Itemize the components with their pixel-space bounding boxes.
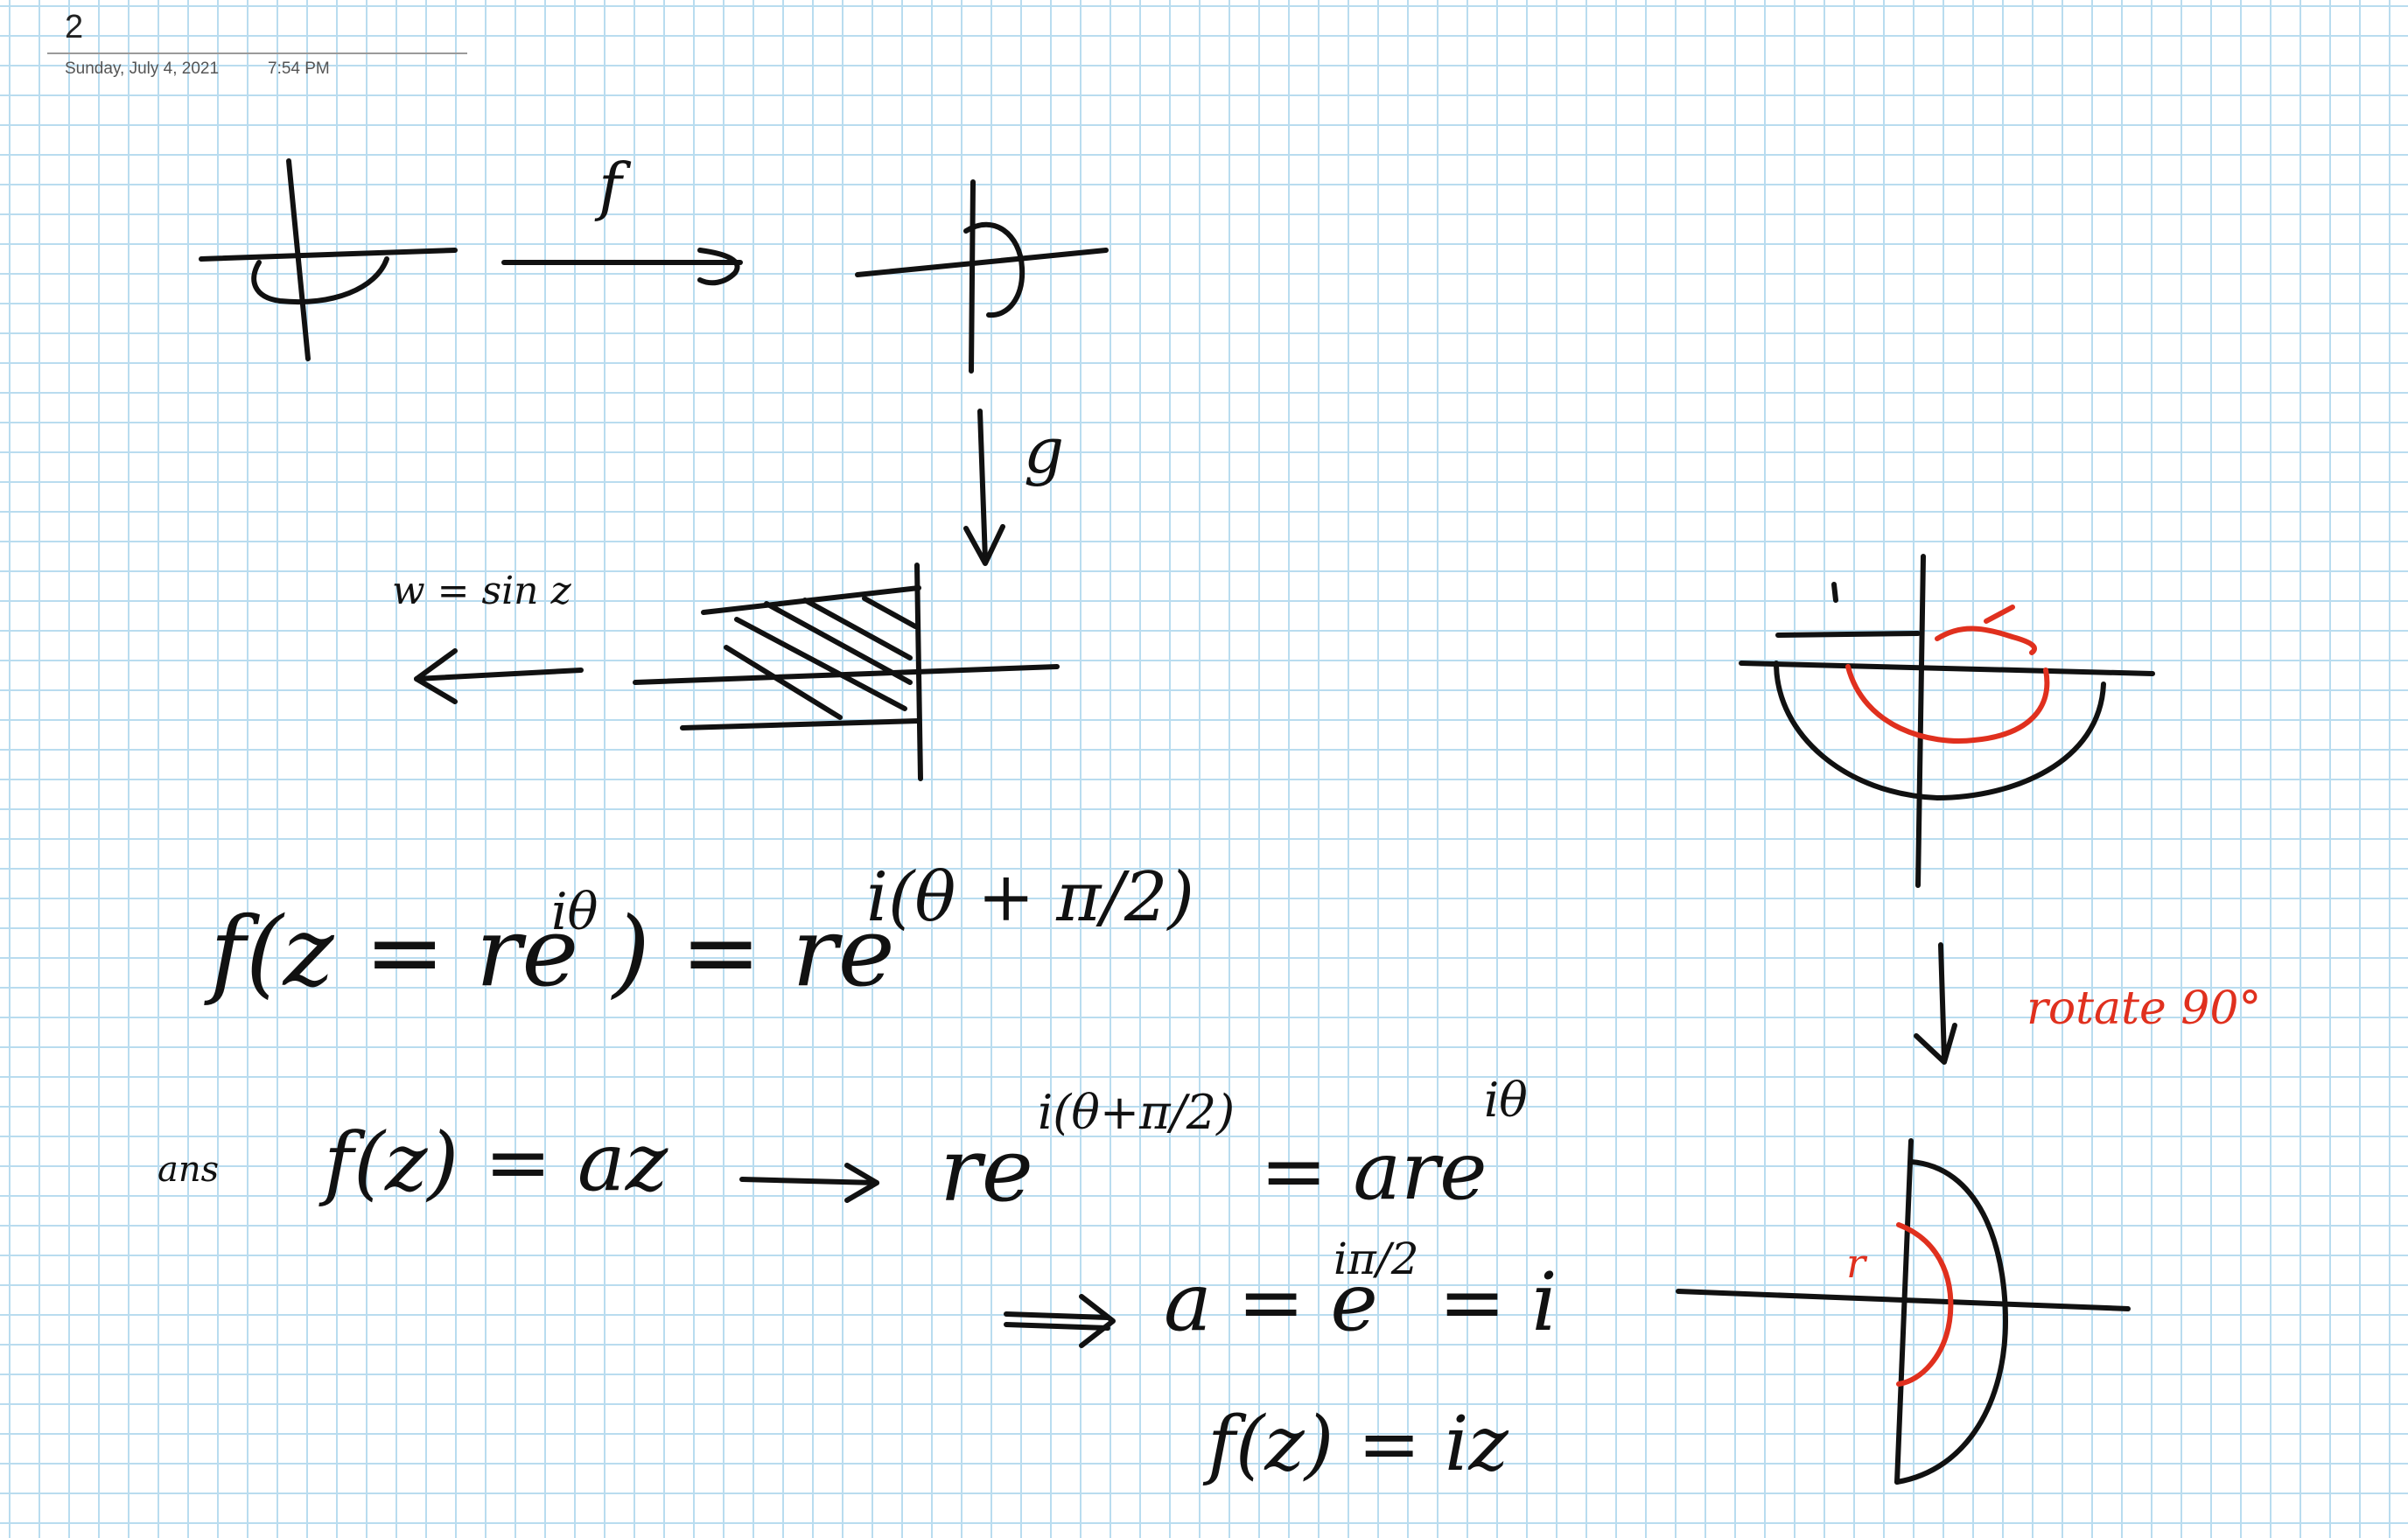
eq3-lhs: a = e: [1164, 1255, 1378, 1349]
eq2-lhs: f(z) = az: [318, 1115, 668, 1209]
eq1-rhs-exp: i(θ + π/2): [866, 858, 1194, 937]
eq2-rhs-exp: iθ: [1484, 1073, 1528, 1128]
sketch-right-bottom: r: [1676, 1138, 2131, 1485]
label-r: r: [1846, 1240, 1868, 1287]
arrow-g: g: [963, 409, 1064, 566]
arrow-sin: w = sin z: [392, 569, 584, 704]
eq2-rhs: = are: [1260, 1124, 1488, 1218]
label-g: g: [1024, 414, 1064, 487]
equation-3: a = e iπ/2 = i: [1004, 1234, 1558, 1349]
page-date: Sunday, July 4, 2021: [65, 59, 220, 78]
equation-4: f(z) = iz: [1202, 1401, 1508, 1488]
label-sin: w = sin z: [392, 569, 571, 613]
eq2-re: re: [940, 1119, 1033, 1221]
eq1-mid: ) = re: [611, 896, 895, 1008]
sketch-right-top: [1739, 554, 2155, 888]
eq3-arrow: [1004, 1311, 1110, 1320]
sketch-lower-half-disk: [199, 158, 458, 361]
equation-1: f(z = re iθ ) = re i(θ + π/2): [204, 858, 1194, 1008]
page-title[interactable]: 2: [65, 9, 84, 45]
eq3-rhs: = i: [1438, 1255, 1558, 1349]
eq2-arrow: [739, 1177, 879, 1185]
sketch-shaded-strip: [633, 563, 1060, 781]
title-divider: [47, 52, 467, 54]
label-rotate: rotate 90°: [2026, 982, 2261, 1035]
label-f: f: [594, 150, 632, 223]
page-time: 7:54 PM: [268, 59, 330, 78]
arrow-f: f: [501, 150, 743, 286]
eq3-exp: iπ/2: [1334, 1234, 1419, 1284]
eq4: f(z) = iz: [1202, 1401, 1508, 1488]
eq1-lhs-exp: iθ: [551, 882, 598, 941]
arrow-down-rotate: rotate 90°: [1914, 942, 2261, 1065]
eq2-prefix: ans: [158, 1150, 219, 1190]
eq1-lhs: f(z = re: [204, 896, 578, 1008]
equation-2: ans f(z) = az re i(θ+π/2) = are iθ: [158, 1073, 1528, 1221]
eq2-re-exp: i(θ+π/2): [1038, 1085, 1235, 1140]
sketch-right-half-disk: [855, 179, 1109, 374]
